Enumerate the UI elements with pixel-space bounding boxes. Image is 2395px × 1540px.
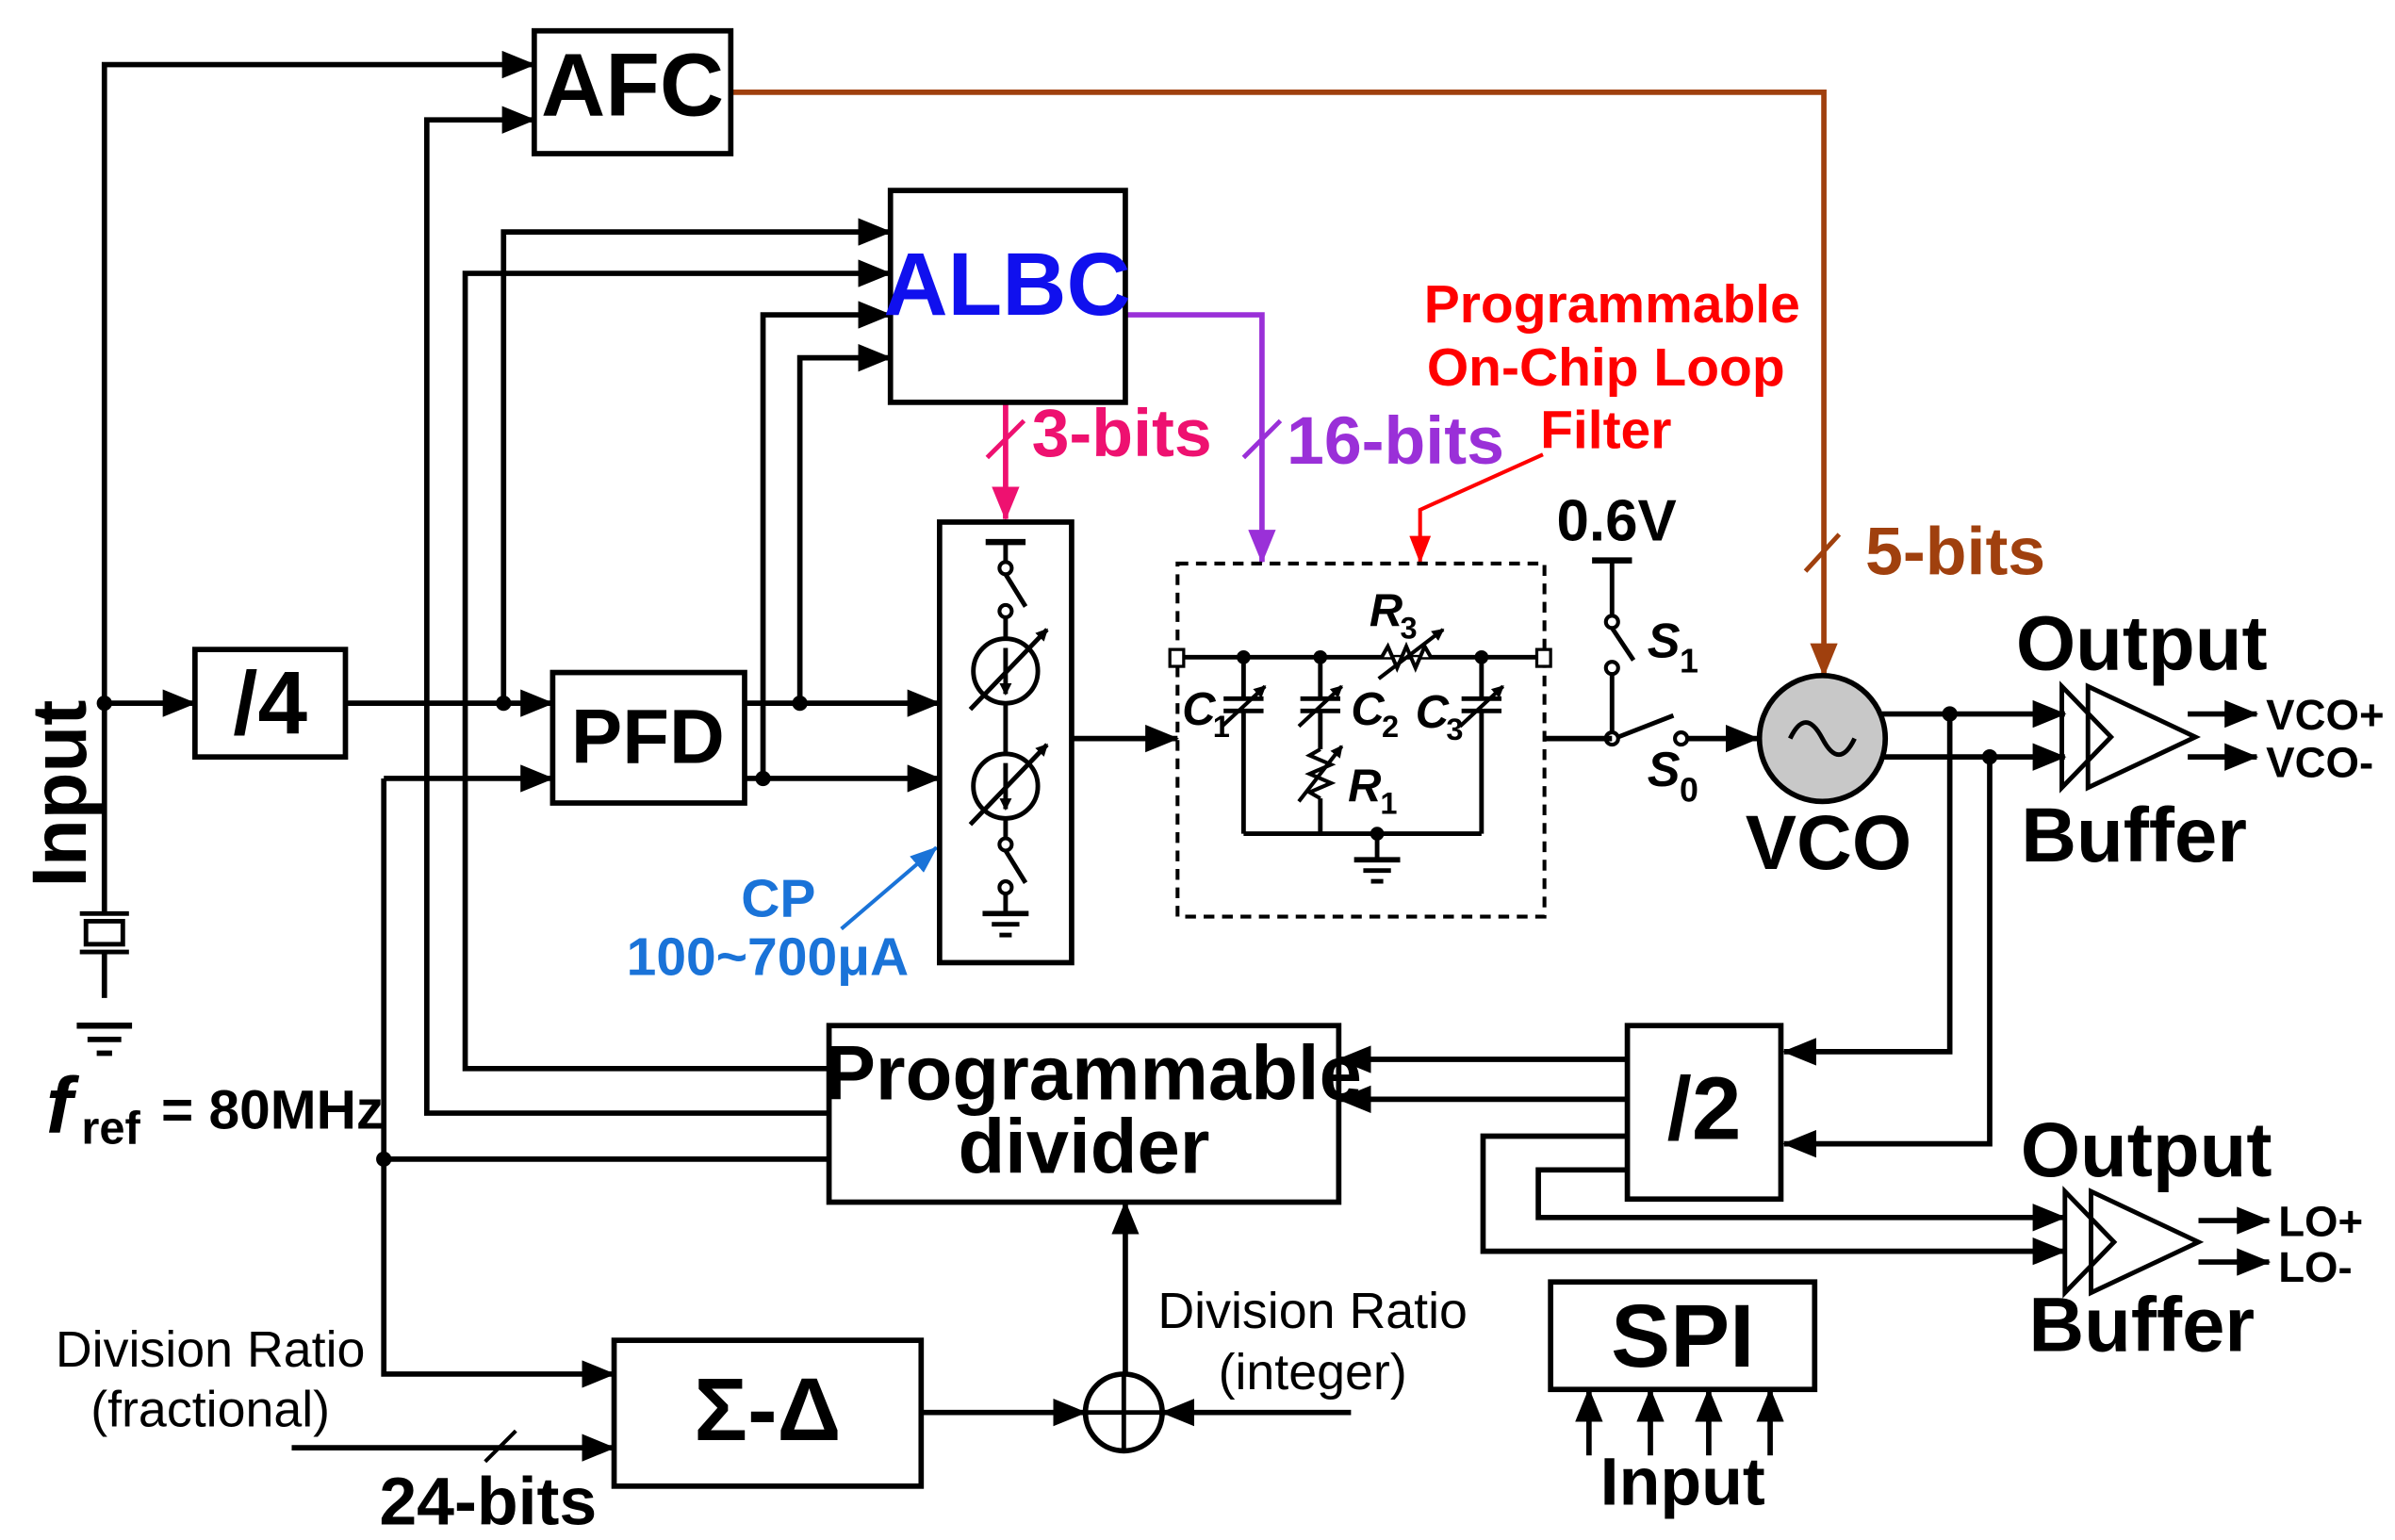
- r1-label: R: [1348, 761, 1381, 811]
- input-label: Input: [17, 700, 103, 888]
- v06-label: 0.6V: [1557, 488, 1677, 553]
- adder-symbol: [1082, 1371, 1165, 1454]
- divide-by-4-block: /4: [192, 647, 349, 761]
- cp-label: CP: [741, 869, 815, 929]
- output-label-1: Output: [2016, 600, 2268, 686]
- cp-current-label: 100~700μA: [627, 926, 910, 987]
- albc-block: ALBC: [883, 188, 1131, 405]
- vco-output-buffer: [2059, 680, 2201, 794]
- r3-label: R: [1370, 586, 1403, 637]
- div4-label: /4: [233, 654, 307, 754]
- vco-minus-label: VCO-: [2266, 738, 2373, 786]
- prog-divider-label-2: divider: [958, 1105, 1209, 1190]
- control-buses: [484, 90, 1842, 1464]
- prog-divider-label-1: Programmable: [825, 1030, 1362, 1116]
- bits24-label: 24-bits: [379, 1465, 597, 1540]
- pfd-label: PFD: [571, 695, 725, 780]
- divide-by-2-block: /2: [1624, 1023, 1784, 1203]
- div-ratio-int-label-1: Division Ratio: [1157, 1283, 1468, 1339]
- s1-sub-label: 1: [1680, 643, 1698, 680]
- c1-label: C: [1182, 684, 1216, 735]
- bits16-label: 16-bits: [1287, 403, 1504, 479]
- bits3-label: 3-bits: [1032, 396, 1212, 471]
- fref-value-label: = 80MHz: [161, 1079, 384, 1140]
- c2-sub-label: 2: [1382, 710, 1399, 744]
- afc-block: AFC: [531, 27, 734, 156]
- junction-dots: [96, 696, 1998, 1168]
- vco-block: [1756, 672, 1889, 805]
- albc-label: ALBC: [883, 235, 1130, 335]
- c2-label: C: [1351, 684, 1385, 735]
- pfd-block: PFD: [550, 669, 747, 806]
- sigma-delta-block: Σ-Δ: [611, 1337, 925, 1489]
- charge-pump-block: [937, 519, 1074, 966]
- vco-label: VCO: [1746, 800, 1911, 886]
- div-ratio-int-label-2: (integer): [1219, 1344, 1407, 1401]
- loop-filter-label-1: Programmable: [1424, 274, 1800, 335]
- r3-sub-label: 3: [1401, 612, 1418, 646]
- crystal-oscillator: [76, 910, 133, 1057]
- spi-input-label: Input: [1600, 1444, 1765, 1519]
- afc-label: AFC: [541, 35, 724, 135]
- buffer-label-2: Buffer: [2028, 1283, 2255, 1368]
- c3-label: C: [1416, 687, 1450, 738]
- bits5-label: 5-bits: [1865, 514, 2045, 589]
- fref-sub-label: ref: [81, 1104, 140, 1155]
- r1-sub-label: 1: [1380, 786, 1397, 820]
- loop-filter-label-3: Filter: [1540, 401, 1671, 461]
- c1-sub-label: 1: [1213, 710, 1230, 744]
- lo-plus-label: LO+: [2278, 1197, 2363, 1245]
- sigma-delta-label: Σ-Δ: [694, 1360, 841, 1460]
- spi-label: SPI: [1611, 1286, 1754, 1386]
- spi-block: SPI: [1548, 1279, 1818, 1393]
- programmable-divider-block: Programmable divider: [825, 1023, 1362, 1205]
- div2-label: /2: [1667, 1059, 1742, 1159]
- loop-filter-block: [1168, 561, 1552, 919]
- vco-plus-label: VCO+: [2266, 691, 2384, 739]
- div-ratio-frac-label-1: Division Ratio: [56, 1321, 366, 1378]
- buffer-label-1: Buffer: [2021, 793, 2247, 878]
- s1-label: S: [1648, 614, 1681, 668]
- switches: [1592, 557, 1690, 747]
- s0-label: S: [1648, 743, 1681, 797]
- output-label-2: Output: [2021, 1107, 2272, 1193]
- wires: [101, 50, 2272, 1462]
- loop-filter-label-2: On-Chip Loop: [1427, 337, 1785, 398]
- lo-output-buffer: [2062, 1186, 2205, 1299]
- s0-sub-label: 0: [1680, 771, 1698, 809]
- lo-minus-label: LO-: [2278, 1243, 2352, 1291]
- div-ratio-frac-label-2: (fractional): [90, 1381, 330, 1437]
- fref-f-label: f: [46, 1060, 80, 1150]
- c3-sub-label: 3: [1446, 713, 1463, 746]
